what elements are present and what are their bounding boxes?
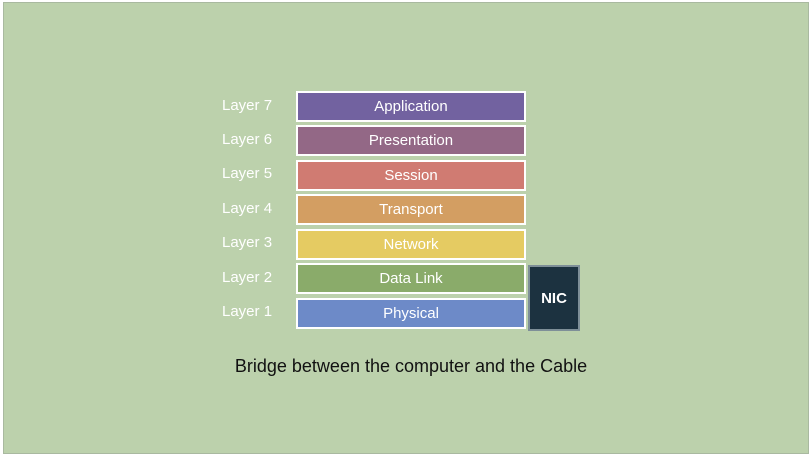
layer-transport-box: Transport bbox=[296, 194, 526, 225]
layer-6-label: Layer 6 bbox=[222, 131, 273, 148]
layer-2-label: Layer 2 bbox=[222, 269, 273, 286]
layer-7-label: Layer 7 bbox=[222, 97, 273, 114]
layer-3-label: Layer 3 bbox=[222, 234, 273, 251]
layer-4-label: Layer 4 bbox=[222, 200, 273, 217]
layer-1-label: Layer 1 bbox=[222, 303, 273, 320]
layer-session-box: Session bbox=[296, 160, 526, 191]
layer-network-box: Network bbox=[296, 229, 526, 260]
slide-caption: Bridge between the computer and the Cabl… bbox=[234, 356, 588, 376]
layer-data-link-box: Data Link bbox=[296, 263, 526, 294]
nic-box: NIC bbox=[528, 265, 580, 331]
slide-canvas: Layer 7 Application Layer 6 Presentation… bbox=[3, 2, 809, 454]
layer-presentation-box: Presentation bbox=[296, 125, 526, 156]
layer-application-box: Application bbox=[296, 91, 526, 122]
layer-5-label: Layer 5 bbox=[222, 165, 273, 182]
layer-physical-box: Physical bbox=[296, 298, 526, 329]
